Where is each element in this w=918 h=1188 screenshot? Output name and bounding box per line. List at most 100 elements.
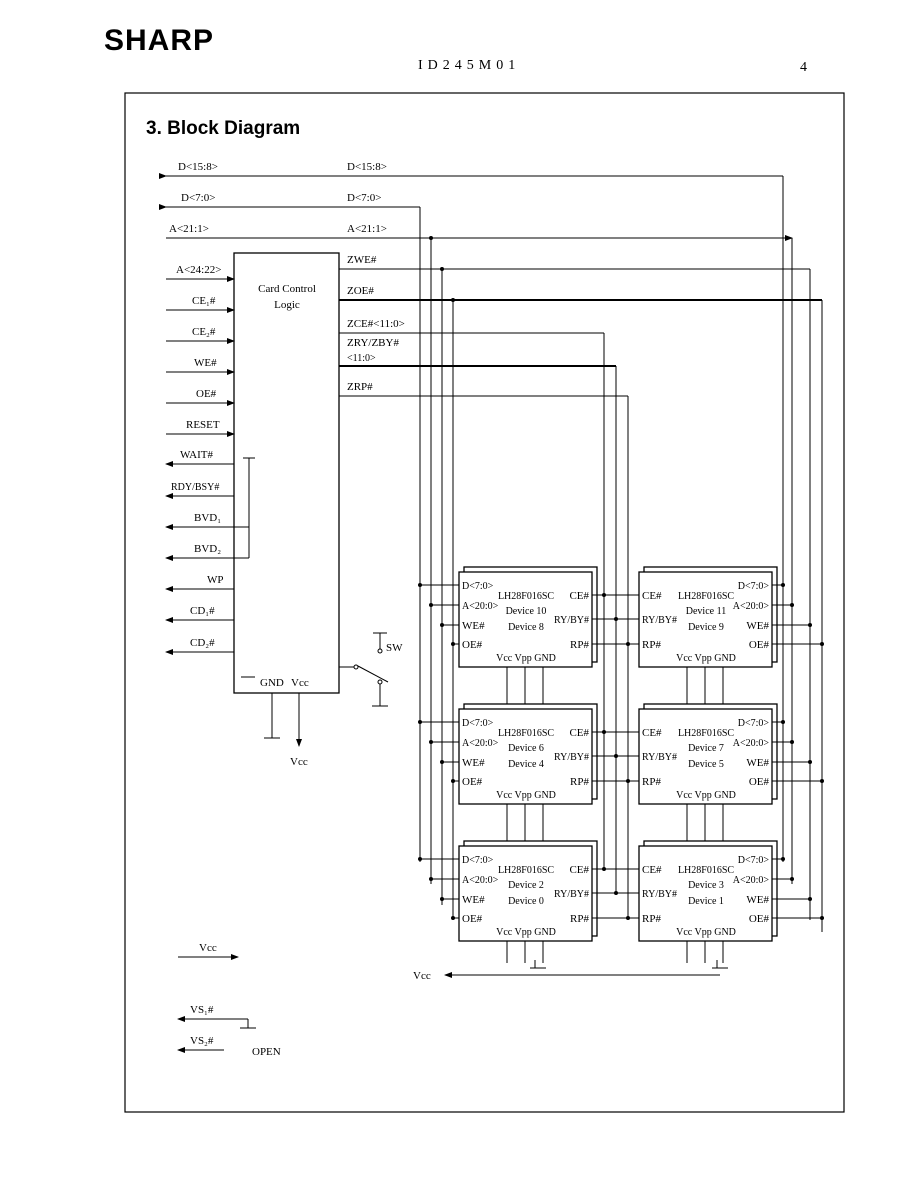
device-label-bottom: Device 4: [508, 759, 544, 770]
bus-tap-dot: [790, 740, 794, 744]
pin-oe: OE#: [462, 913, 483, 925]
device-part: LH28F016SC: [678, 591, 734, 602]
top-buses: D<15:8> D<15:8> D<7:0> D<7:0> A<21:1> A<…: [159, 161, 793, 884]
card-control-logic: Card Control Logic GND Vcc: [233, 252, 340, 694]
device-power-pins: Vcc Vpp GND: [676, 653, 736, 664]
signal-bvd2: BVD₂: [194, 543, 221, 555]
pin-a: A<20:0>: [733, 738, 770, 749]
vcc-in-label: Vcc: [199, 942, 217, 954]
pin-ce: CE#: [642, 864, 662, 876]
bus-tap-dot: [808, 760, 812, 764]
page-number: 4: [800, 60, 807, 75]
device-box: [638, 845, 773, 942]
switch-label: SW: [386, 642, 403, 654]
bus-label-d-hi-left: D<15:8>: [178, 161, 218, 173]
bus-tap-dot: [418, 720, 422, 724]
device-label-top: Device 10: [506, 606, 547, 617]
pin-d: D<7:0>: [462, 581, 494, 592]
ccl-input-signals: A<24:22> CE₁# CE₂# WE# OE# RESET WAIT# R…: [165, 264, 255, 655]
pin-we: WE#: [746, 894, 769, 906]
pin-a: A<20:0>: [462, 738, 499, 749]
pin-oe: OE#: [462, 776, 483, 788]
bottom-power: Vcc Vcc VS₁# VS₂# OPEN: [177, 942, 720, 1058]
signal-we: WE#: [194, 357, 217, 369]
bus-tap-dot: [451, 916, 455, 920]
sharp-logo: SHARP: [104, 24, 215, 57]
pin-ce: CE#: [642, 590, 662, 602]
device-power-pins: Vcc Vpp GND: [496, 790, 556, 801]
vs2-label: VS₂#: [190, 1035, 214, 1047]
bus-tap-dot: [440, 623, 444, 627]
bus-tap-dot: [808, 623, 812, 627]
bus-label-d-hi-right: D<15:8>: [347, 161, 387, 173]
open-label: OPEN: [252, 1046, 281, 1058]
device-box: [458, 845, 593, 942]
pin-we: WE#: [462, 894, 485, 906]
document-id: ID245M01: [418, 58, 521, 73]
ccl-output-signals: ZWE# ZOE# ZCE#<11:0> ZRY/ZBY# <11:0> ZRP…: [339, 254, 823, 932]
vs1-label: VS₁#: [190, 1004, 214, 1016]
bus-tap-dot: [790, 603, 794, 607]
device-label-bottom: Device 8: [508, 622, 544, 633]
bus-tap-dot: [781, 720, 785, 724]
bus-tap-dot: [429, 740, 433, 744]
bus-tap-dot: [429, 877, 433, 881]
device-power-pins: Vcc Vpp GND: [676, 927, 736, 938]
pin-d: D<7:0>: [738, 581, 770, 592]
vcc-out-label: Vcc: [290, 756, 308, 768]
pin-rp: RP#: [642, 776, 661, 788]
pin-rp: RP#: [570, 639, 589, 651]
signal-zrp: ZRP#: [347, 381, 373, 393]
pin-ry: RY/BY#: [554, 889, 589, 900]
bus-label-d-lo-right: D<7:0>: [347, 192, 381, 204]
signal-bvd1: BVD₁: [194, 512, 221, 524]
pin-ce: CE#: [642, 727, 662, 739]
device-label-bottom: Device 1: [688, 896, 724, 907]
signal-cd2: CD₂#: [190, 637, 215, 649]
bus-tap-dot: [781, 857, 785, 861]
device-part: LH28F016SC: [678, 865, 734, 876]
device-power-pins: Vcc Vpp GND: [496, 927, 556, 938]
pin-d: D<7:0>: [462, 718, 494, 729]
pin-oe: OE#: [462, 639, 483, 651]
pin-ce: CE#: [569, 590, 589, 602]
device-box: [638, 708, 773, 805]
ccl-title-1: Card Control: [258, 283, 316, 295]
device-part: LH28F016SC: [498, 865, 554, 876]
vcc-rail-label: Vcc: [413, 970, 431, 982]
bus-tap-dot: [790, 877, 794, 881]
bus-tap-dot: [429, 603, 433, 607]
pin-rp: RP#: [642, 639, 661, 651]
pin-ry: RY/BY#: [642, 889, 677, 900]
bus-tap-dot: [418, 583, 422, 587]
device-power-pins: Vcc Vpp GND: [496, 653, 556, 664]
bus-tap-dot: [820, 916, 824, 920]
pin-ry: RY/BY#: [642, 615, 677, 626]
device-part: LH28F016SC: [678, 728, 734, 739]
signal-zce: ZCE#<11:0>: [347, 318, 405, 330]
pin-rp: RP#: [642, 913, 661, 925]
ccl-power: Vcc SW: [241, 632, 403, 768]
bus-tap-dot: [820, 779, 824, 783]
pin-ry: RY/BY#: [554, 615, 589, 626]
pin-d: D<7:0>: [738, 718, 770, 729]
pin-ry: RY/BY#: [554, 752, 589, 763]
bus-tap-dot: [451, 779, 455, 783]
signal-rdy-bsy: RDY/BSY#: [171, 482, 219, 493]
pin-ry: RY/BY#: [642, 752, 677, 763]
signal-wait: WAIT#: [180, 449, 213, 461]
device-label-top: Device 6: [508, 743, 544, 754]
bus-tap-dot: [820, 642, 824, 646]
signal-zry-zby: ZRY/ZBY#: [347, 337, 399, 349]
device-label-top: Device 2: [508, 880, 544, 891]
bus-label-d-lo-left: D<7:0>: [181, 192, 215, 204]
pin-a: A<20:0>: [462, 601, 499, 612]
pin-oe: OE#: [749, 639, 770, 651]
diagram-frame: [124, 92, 845, 1113]
device-power-pins: Vcc Vpp GND: [676, 790, 736, 801]
